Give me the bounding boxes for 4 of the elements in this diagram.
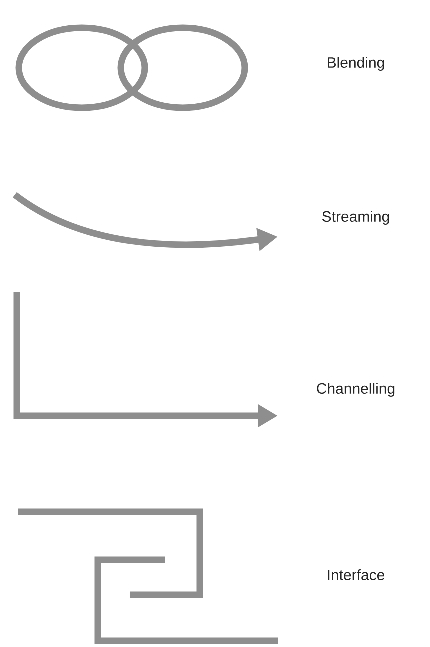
text-label: Interface	[328, 570, 384, 580]
text-label: Streaming	[322, 211, 390, 225]
text-label: Channelling	[317, 383, 395, 397]
text-label: Blending	[328, 57, 384, 71]
